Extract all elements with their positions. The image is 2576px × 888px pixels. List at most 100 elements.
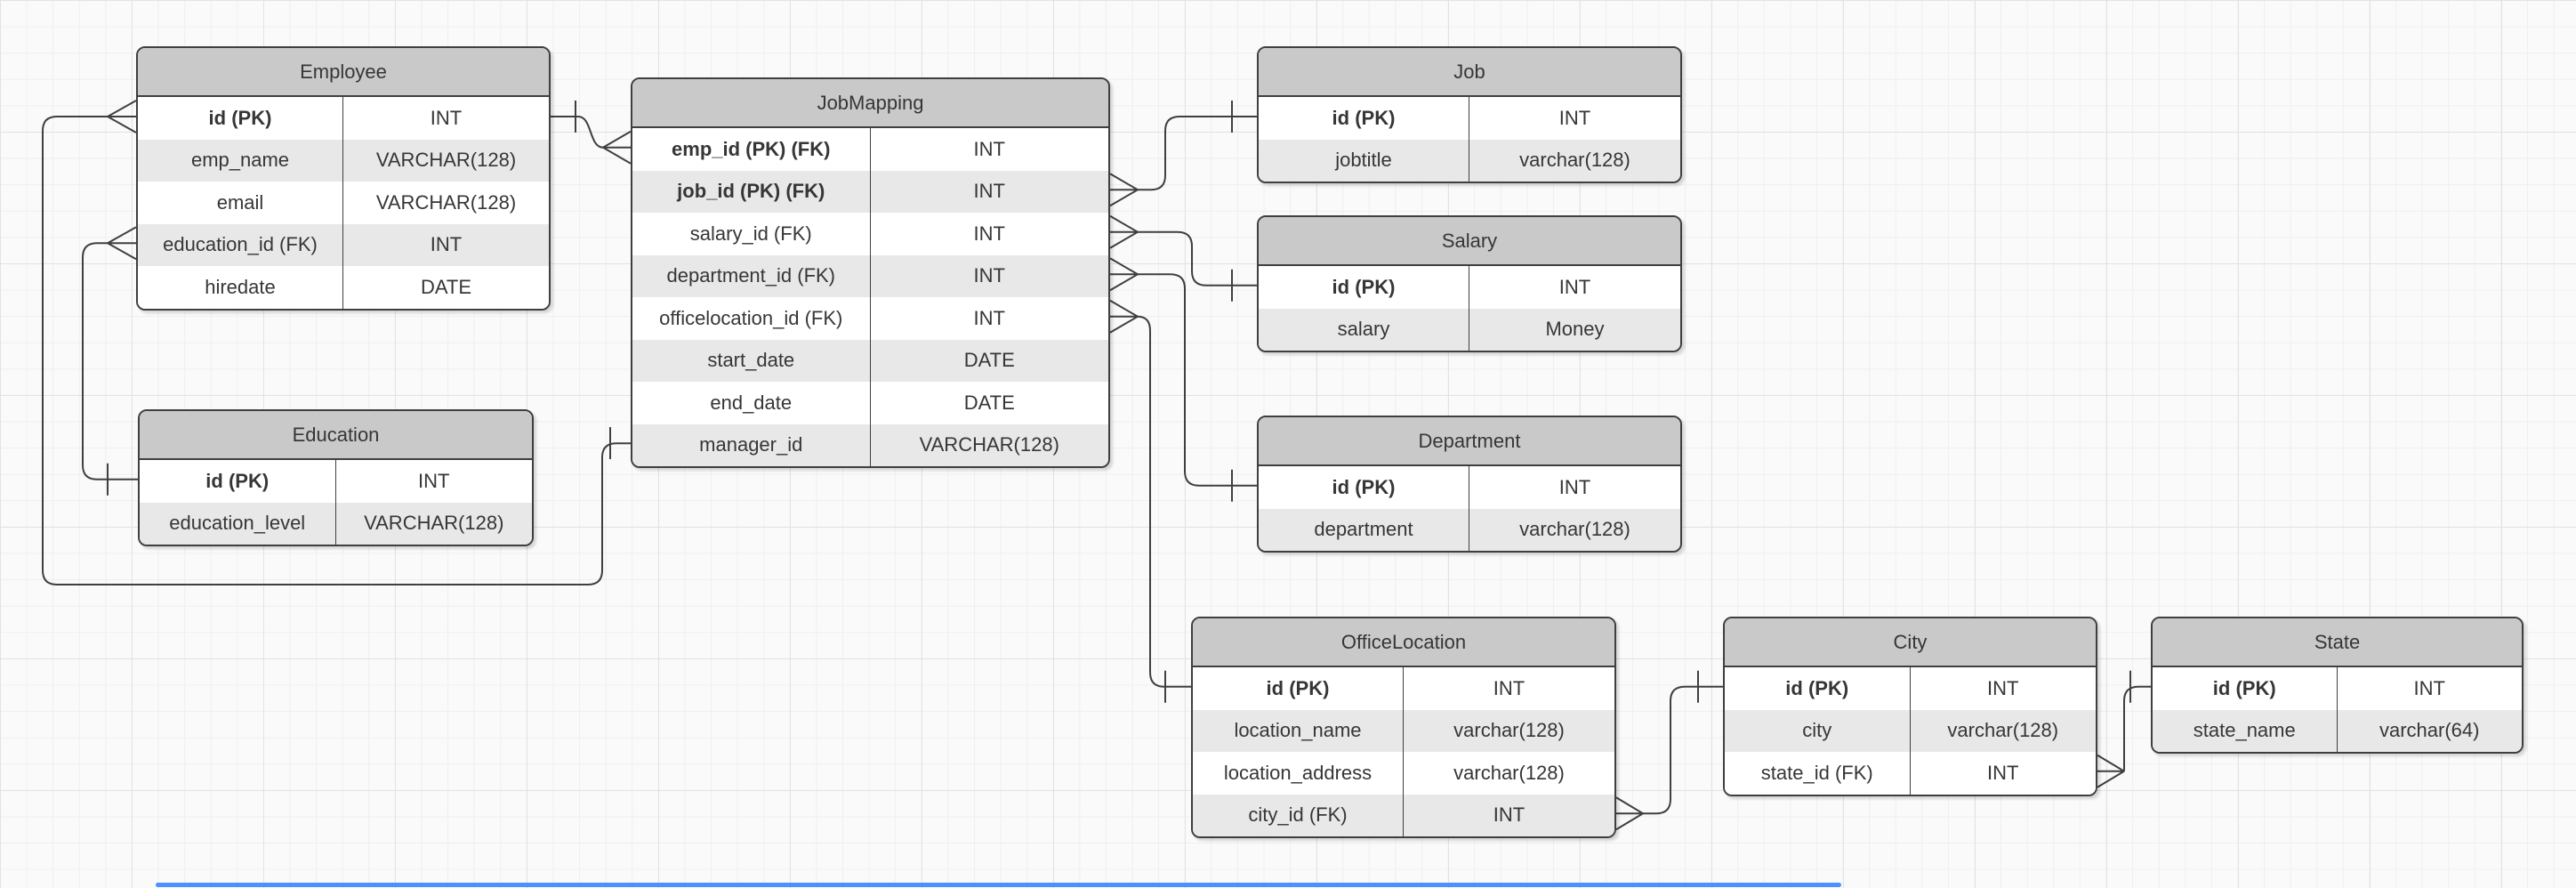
field-name-cell[interactable]: education_level: [140, 502, 336, 545]
field-name-cell[interactable]: location_address: [1193, 752, 1404, 795]
table-row[interactable]: id (PK)INT: [1259, 266, 1680, 309]
horizontal-scrollbar-thumb[interactable]: [156, 883, 1841, 887]
table-row[interactable]: id (PK)INT: [140, 460, 532, 503]
table-title[interactable]: Education: [140, 411, 532, 460]
field-type-cell[interactable]: varchar(128): [1404, 710, 1614, 753]
field-type-cell[interactable]: varchar(128): [1469, 140, 1680, 182]
table-title[interactable]: Job: [1259, 48, 1680, 97]
table-row[interactable]: salary_id (FK)INT: [632, 213, 1108, 255]
field-name-cell[interactable]: id (PK): [1259, 466, 1469, 509]
table-row[interactable]: department_id (FK)INT: [632, 254, 1109, 298]
field-type-cell[interactable]: INT: [343, 224, 549, 267]
field-type-cell[interactable]: DATE: [871, 382, 1109, 424]
table-row[interactable]: education_id (FK)INT: [138, 223, 549, 267]
field-type-cell[interactable]: VARCHAR(128): [871, 424, 1109, 467]
field-type-cell[interactable]: INT: [1911, 752, 2097, 795]
connector-manager-employee[interactable]: [42, 100, 631, 585]
table-row[interactable]: id (PK)INT: [1259, 97, 1680, 140]
field-name-cell[interactable]: state_name: [2153, 709, 2338, 752]
table-row[interactable]: officelocation_id (FK)INT: [632, 297, 1108, 340]
field-type-cell[interactable]: DATE: [343, 266, 549, 309]
field-type-cell[interactable]: INT: [1911, 667, 2097, 710]
field-type-cell[interactable]: INT: [1404, 667, 1614, 710]
field-name-cell[interactable]: id (PK): [1259, 97, 1469, 140]
field-type-cell[interactable]: VARCHAR(128): [336, 503, 533, 545]
field-name-cell[interactable]: id (PK): [138, 97, 343, 140]
field-type-cell[interactable]: INT: [2338, 667, 2523, 710]
connector-job-jobmapping[interactable]: [1109, 101, 1257, 207]
field-name-cell[interactable]: salary_id (FK): [632, 213, 871, 255]
field-name-cell[interactable]: start_date: [632, 339, 871, 382]
field-name-cell[interactable]: salary: [1259, 308, 1469, 351]
field-name-cell[interactable]: id (PK): [140, 460, 336, 503]
connector-department-jobmapping[interactable]: [1109, 257, 1257, 502]
table-title[interactable]: State: [2153, 618, 2522, 667]
field-name-cell[interactable]: city: [1725, 709, 1911, 752]
field-name-cell[interactable]: emp_name: [138, 139, 343, 182]
table-title[interactable]: City: [1725, 618, 2096, 667]
field-type-cell[interactable]: INT: [871, 213, 1109, 255]
field-type-cell[interactable]: INT: [1469, 266, 1680, 309]
table-row[interactable]: id (PK)INT: [2153, 667, 2522, 710]
table-row[interactable]: id (PK)INT: [1725, 667, 2096, 710]
field-type-cell[interactable]: INT: [1469, 466, 1680, 509]
table-row[interactable]: job_id (PK) (FK)INT: [632, 170, 1109, 214]
field-type-cell[interactable]: INT: [1404, 795, 1614, 837]
field-type-cell[interactable]: INT: [343, 97, 549, 140]
connector-state-city[interactable]: [2097, 670, 2151, 788]
table-row[interactable]: id (PK)INT: [138, 97, 549, 140]
table-title[interactable]: OfficeLocation: [1193, 618, 1614, 667]
table-row[interactable]: city_id (FK)INT: [1193, 794, 1614, 837]
field-name-cell[interactable]: department: [1259, 508, 1469, 551]
field-type-cell[interactable]: varchar(64): [2338, 710, 2523, 753]
field-name-cell[interactable]: emp_id (PK) (FK): [632, 128, 871, 171]
connector-officelocation-jobmapping[interactable]: [1109, 299, 1191, 703]
field-name-cell[interactable]: email: [138, 182, 343, 224]
field-name-cell[interactable]: hiredate: [138, 266, 343, 309]
field-type-cell[interactable]: INT: [1469, 97, 1680, 140]
field-type-cell[interactable]: VARCHAR(128): [343, 140, 549, 182]
field-name-cell[interactable]: id (PK): [1259, 266, 1469, 309]
field-type-cell[interactable]: INT: [871, 171, 1109, 214]
table-row[interactable]: id (PK)INT: [1259, 466, 1680, 509]
field-type-cell[interactable]: INT: [871, 255, 1109, 298]
field-name-cell[interactable]: city_id (FK): [1193, 794, 1404, 836]
table-title[interactable]: Employee: [138, 48, 549, 97]
field-type-cell[interactable]: Money: [1469, 309, 1680, 351]
table-title[interactable]: Salary: [1259, 217, 1680, 266]
field-name-cell[interactable]: department_id (FK): [632, 254, 871, 297]
field-name-cell[interactable]: id (PK): [1725, 667, 1911, 710]
table-title[interactable]: JobMapping: [632, 79, 1108, 128]
field-name-cell[interactable]: officelocation_id (FK): [632, 297, 871, 340]
field-type-cell[interactable]: varchar(128): [1469, 509, 1680, 552]
table-row[interactable]: state_id (FK)INT: [1725, 752, 2096, 795]
field-type-cell[interactable]: INT: [871, 297, 1109, 340]
field-type-cell[interactable]: VARCHAR(128): [343, 182, 549, 224]
field-type-cell[interactable]: varchar(128): [1911, 710, 2097, 753]
field-type-cell[interactable]: INT: [871, 128, 1109, 171]
table-row[interactable]: emp_id (PK) (FK)INT: [632, 128, 1108, 171]
field-name-cell[interactable]: jobtitle: [1259, 139, 1469, 182]
connector-salary-jobmapping[interactable]: [1109, 214, 1257, 302]
field-name-cell[interactable]: id (PK): [2153, 667, 2338, 710]
